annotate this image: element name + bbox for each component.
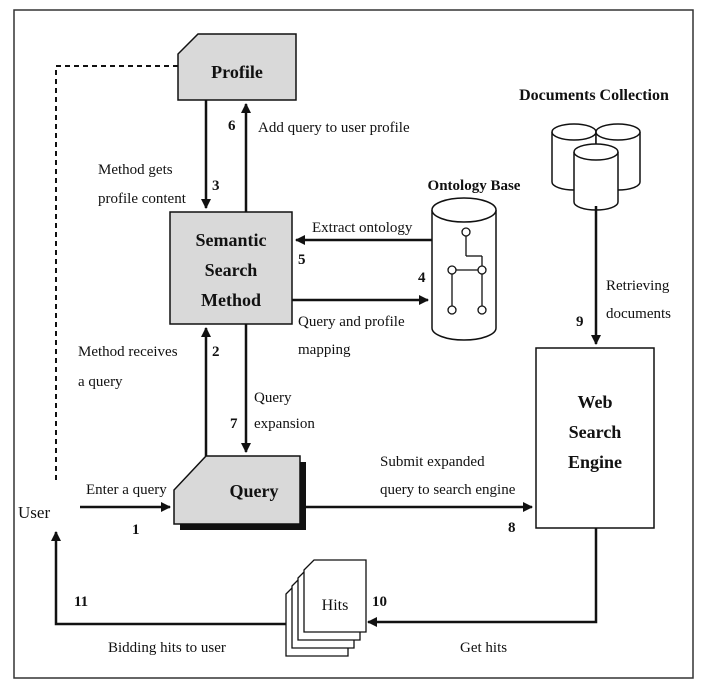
step-6: 6 xyxy=(228,118,236,134)
step-1: 1 xyxy=(132,522,140,538)
arrow-bidding-hits xyxy=(51,531,286,626)
label-retrieving-1: Retrieving xyxy=(606,278,670,294)
label-retrieving-2: documents xyxy=(606,306,671,322)
label-method-receives-2: a query xyxy=(78,374,123,390)
label-add-query-to-profile: Add query to user profile xyxy=(258,120,410,136)
step-3: 3 xyxy=(212,178,220,194)
ontology-base-label: Ontology Base xyxy=(428,178,521,194)
hits-label: Hits xyxy=(322,597,349,614)
step-8: 8 xyxy=(508,520,516,536)
label-method-receives-1: Method receives xyxy=(78,344,178,360)
label-query-profile-1: Query and profile xyxy=(298,314,405,330)
label-method-gets-1: Method gets xyxy=(98,162,173,178)
web-search-engine-node xyxy=(535,347,655,529)
query-label: Query xyxy=(230,481,279,501)
semantic-label-3: Method xyxy=(201,290,261,310)
step-10: 10 xyxy=(372,594,387,610)
label-submit-2: query to search engine xyxy=(380,482,516,498)
step-4: 4 xyxy=(418,270,426,286)
semantic-search-method-node xyxy=(169,211,293,325)
documents-collection-label: Documents Collection xyxy=(519,87,669,104)
query-node xyxy=(173,455,301,525)
dashed-profile-user-line xyxy=(55,65,178,480)
step-5: 5 xyxy=(298,252,306,268)
label-query-expansion-2: expansion xyxy=(254,416,315,432)
ontology-database-icon xyxy=(431,197,497,341)
label-submit-1: Submit expanded xyxy=(380,454,485,470)
step-2: 2 xyxy=(212,344,220,360)
documents-collection-icon xyxy=(551,123,641,211)
hits-documents-stack xyxy=(285,559,367,657)
step-9: 9 xyxy=(576,314,584,330)
label-method-gets-2: profile content xyxy=(98,191,187,207)
web-label-1: Web xyxy=(577,392,612,412)
label-query-expansion-1: Query xyxy=(254,390,292,406)
semantic-label-2: Search xyxy=(205,260,258,280)
label-get-hits: Get hits xyxy=(460,640,507,656)
user-label: User xyxy=(18,503,50,522)
label-bidding-hits: Bidding hits to user xyxy=(108,640,226,656)
web-label-3: Engine xyxy=(568,452,622,472)
profile-label: Profile xyxy=(211,62,263,82)
outer-frame xyxy=(13,9,694,679)
arrow-get-hits xyxy=(367,528,598,627)
label-extract-ontology: Extract ontology xyxy=(312,220,413,236)
profile-node xyxy=(177,33,297,101)
label-query-profile-2: mapping xyxy=(298,342,351,358)
semantic-label-1: Semantic xyxy=(196,230,267,250)
step-7: 7 xyxy=(230,416,238,432)
label-enter-query: Enter a query xyxy=(86,482,167,498)
step-11: 11 xyxy=(74,594,88,610)
web-label-2: Search xyxy=(569,422,622,442)
